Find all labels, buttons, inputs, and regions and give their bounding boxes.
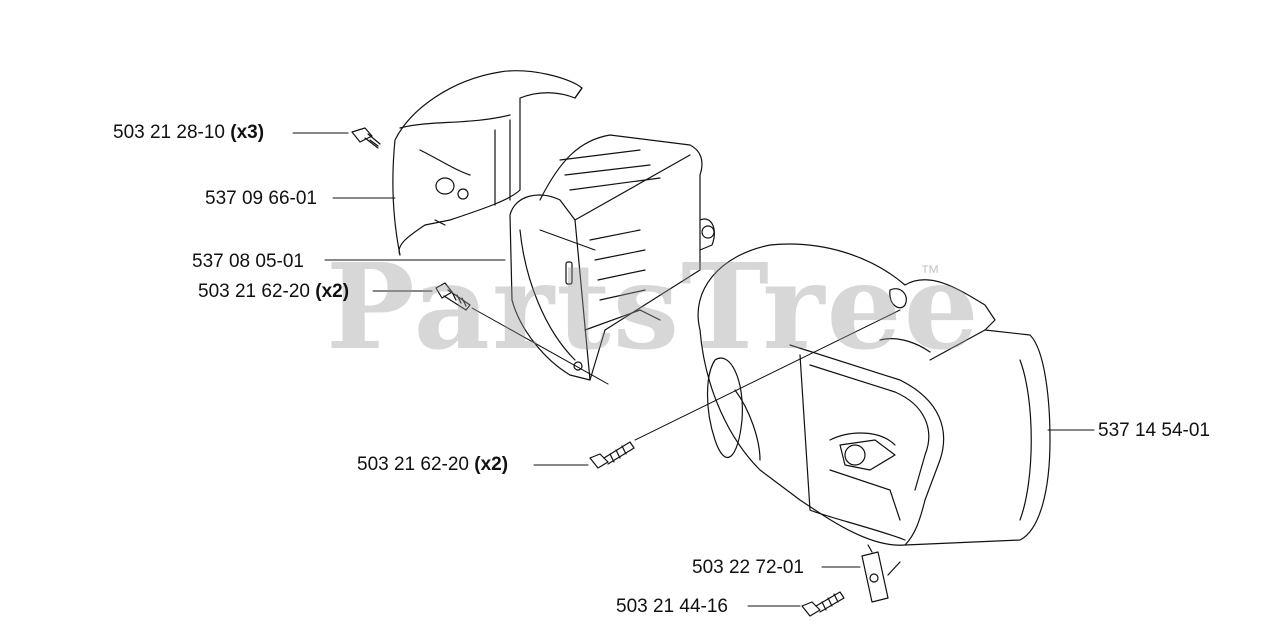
leader-lines (292, 132, 1095, 607)
trademark-symbol: ™ (920, 262, 940, 284)
clip-part (861, 544, 901, 603)
lower-screw-part (589, 441, 635, 469)
part-number: 503 21 62-20 (198, 281, 310, 302)
mid-screw-part (435, 282, 471, 311)
quantity: (x3) (230, 122, 265, 143)
part-number: 537 14 54-01 (1098, 420, 1210, 441)
cylinder-cover-part (509, 134, 715, 381)
part-number: 503 21 28-10 (113, 122, 225, 143)
part-number: 503 22 72-01 (692, 557, 804, 578)
label-upper-cover[interactable]: 537 09 66-01 (205, 189, 317, 209)
upper-cover-part (392, 70, 583, 256)
label-bottom-screw[interactable]: 503 21 44-16 (616, 597, 728, 617)
bottom-screw-part (801, 591, 845, 617)
label-clip[interactable]: 503 22 72-01 (692, 558, 804, 578)
part-number: 503 21 62-20 (357, 454, 469, 475)
label-lower-screw[interactable]: 503 21 62-20 (x2) (357, 455, 508, 475)
label-mid-screw[interactable]: 503 21 62-20 (x2) (198, 282, 349, 302)
label-top-screw[interactable]: 503 21 28-10 (x3) (113, 123, 264, 143)
part-number: 503 21 44-16 (616, 596, 728, 617)
quantity: (x2) (474, 454, 509, 475)
main-housing-part (697, 243, 1051, 546)
top-screw-part (351, 127, 381, 149)
quantity: (x2) (315, 281, 350, 302)
label-main-housing[interactable]: 537 14 54-01 (1098, 421, 1210, 441)
part-number: 537 09 66-01 (205, 188, 317, 209)
label-cylinder-cover[interactable]: 537 08 05-01 (192, 252, 304, 272)
part-number: 537 08 05-01 (192, 251, 304, 272)
watermark-text: PartsTree (326, 237, 981, 376)
